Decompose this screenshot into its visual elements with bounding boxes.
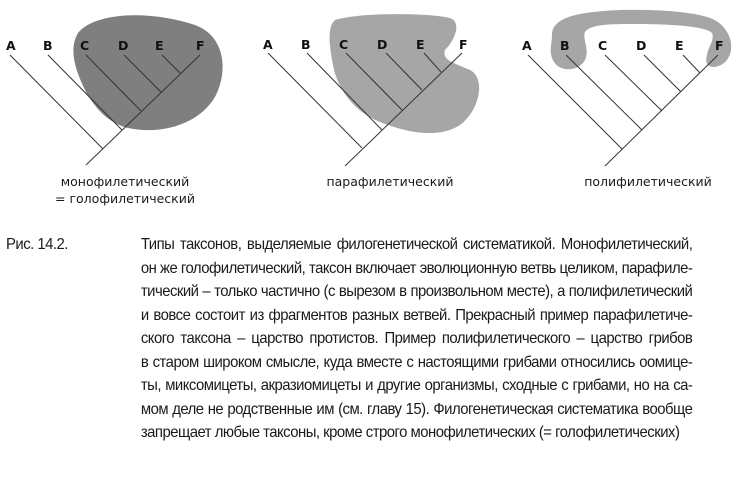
polyphyletic-label: полифилетический <box>568 173 728 190</box>
taxon-label-b: B <box>43 38 53 53</box>
taxon-label-b: B <box>560 38 570 53</box>
figure-caption: Рис. 14.2. Типы таксонов, выделяемые фил… <box>6 233 693 445</box>
monophyletic-shade <box>73 15 223 131</box>
taxon-label-c: C <box>598 38 607 53</box>
polyphyletic-shade <box>550 9 732 70</box>
panel-monophyletic: A B C D E F <box>6 15 223 166</box>
taxon-label-a: A <box>263 37 273 52</box>
polyphyletic-label-line1: полифилетический <box>584 174 712 189</box>
caption-line: мом деле не родственные им (см. главу 15… <box>140 400 693 418</box>
panel-paraphyletic: A B C D E F <box>263 14 480 167</box>
taxon-label-c: C <box>80 38 89 53</box>
monophyletic-label: монофилетический = голофилетический <box>40 173 210 207</box>
taxon-label-e: E <box>155 38 164 53</box>
panel-polyphyletic: A B C D E F <box>522 9 732 167</box>
caption-line: он же голофилетический, таксон включает … <box>140 259 693 277</box>
taxon-label-e: E <box>416 37 425 52</box>
caption-body: Типы таксонов, выделяемые филогенетическ… <box>140 233 693 445</box>
caption-line: ты, миксомицеты, акразиомицеты и другие … <box>140 377 693 394</box>
caption-line: и вовсе состоит из фрагментов разных вет… <box>140 306 693 324</box>
caption-line: тический – только частично (с вырезом в … <box>140 283 693 300</box>
caption-line: в старом широком смысле, куда вместе с н… <box>140 353 693 371</box>
taxon-label-f: F <box>715 38 724 53</box>
paraphyletic-label: парафилетический <box>310 173 470 190</box>
paraphyletic-shade <box>329 14 480 134</box>
taxon-label-f: F <box>459 37 468 52</box>
monophyletic-label-line2: = голофилетический <box>55 191 195 206</box>
monophyletic-label-line1: монофилетический <box>60 174 190 189</box>
figure-number: Рис. 14.2. <box>6 236 68 253</box>
taxon-label-d: D <box>636 38 646 53</box>
caption-line: ского таксона – царство протистов. Приме… <box>140 330 693 347</box>
cladogram-figure: A B C D E F A B C D E F <box>0 0 748 220</box>
taxon-label-d: D <box>118 38 128 53</box>
taxon-label-e: E <box>675 38 684 53</box>
taxon-label-f: F <box>196 38 205 53</box>
taxon-label-c: C <box>339 37 348 52</box>
caption-line: Типы таксонов, выделяемые филогенетическ… <box>140 236 693 253</box>
paraphyletic-label-line1: парафилетический <box>326 174 454 189</box>
taxon-label-b: B <box>301 37 311 52</box>
taxon-label-a: A <box>6 38 16 53</box>
caption-line: запрещает любые таксоны, кроме строго мо… <box>140 424 680 441</box>
cladogram-svg: A B C D E F A B C D E F <box>6 9 732 167</box>
taxon-label-a: A <box>522 38 532 53</box>
taxon-label-d: D <box>377 37 387 52</box>
